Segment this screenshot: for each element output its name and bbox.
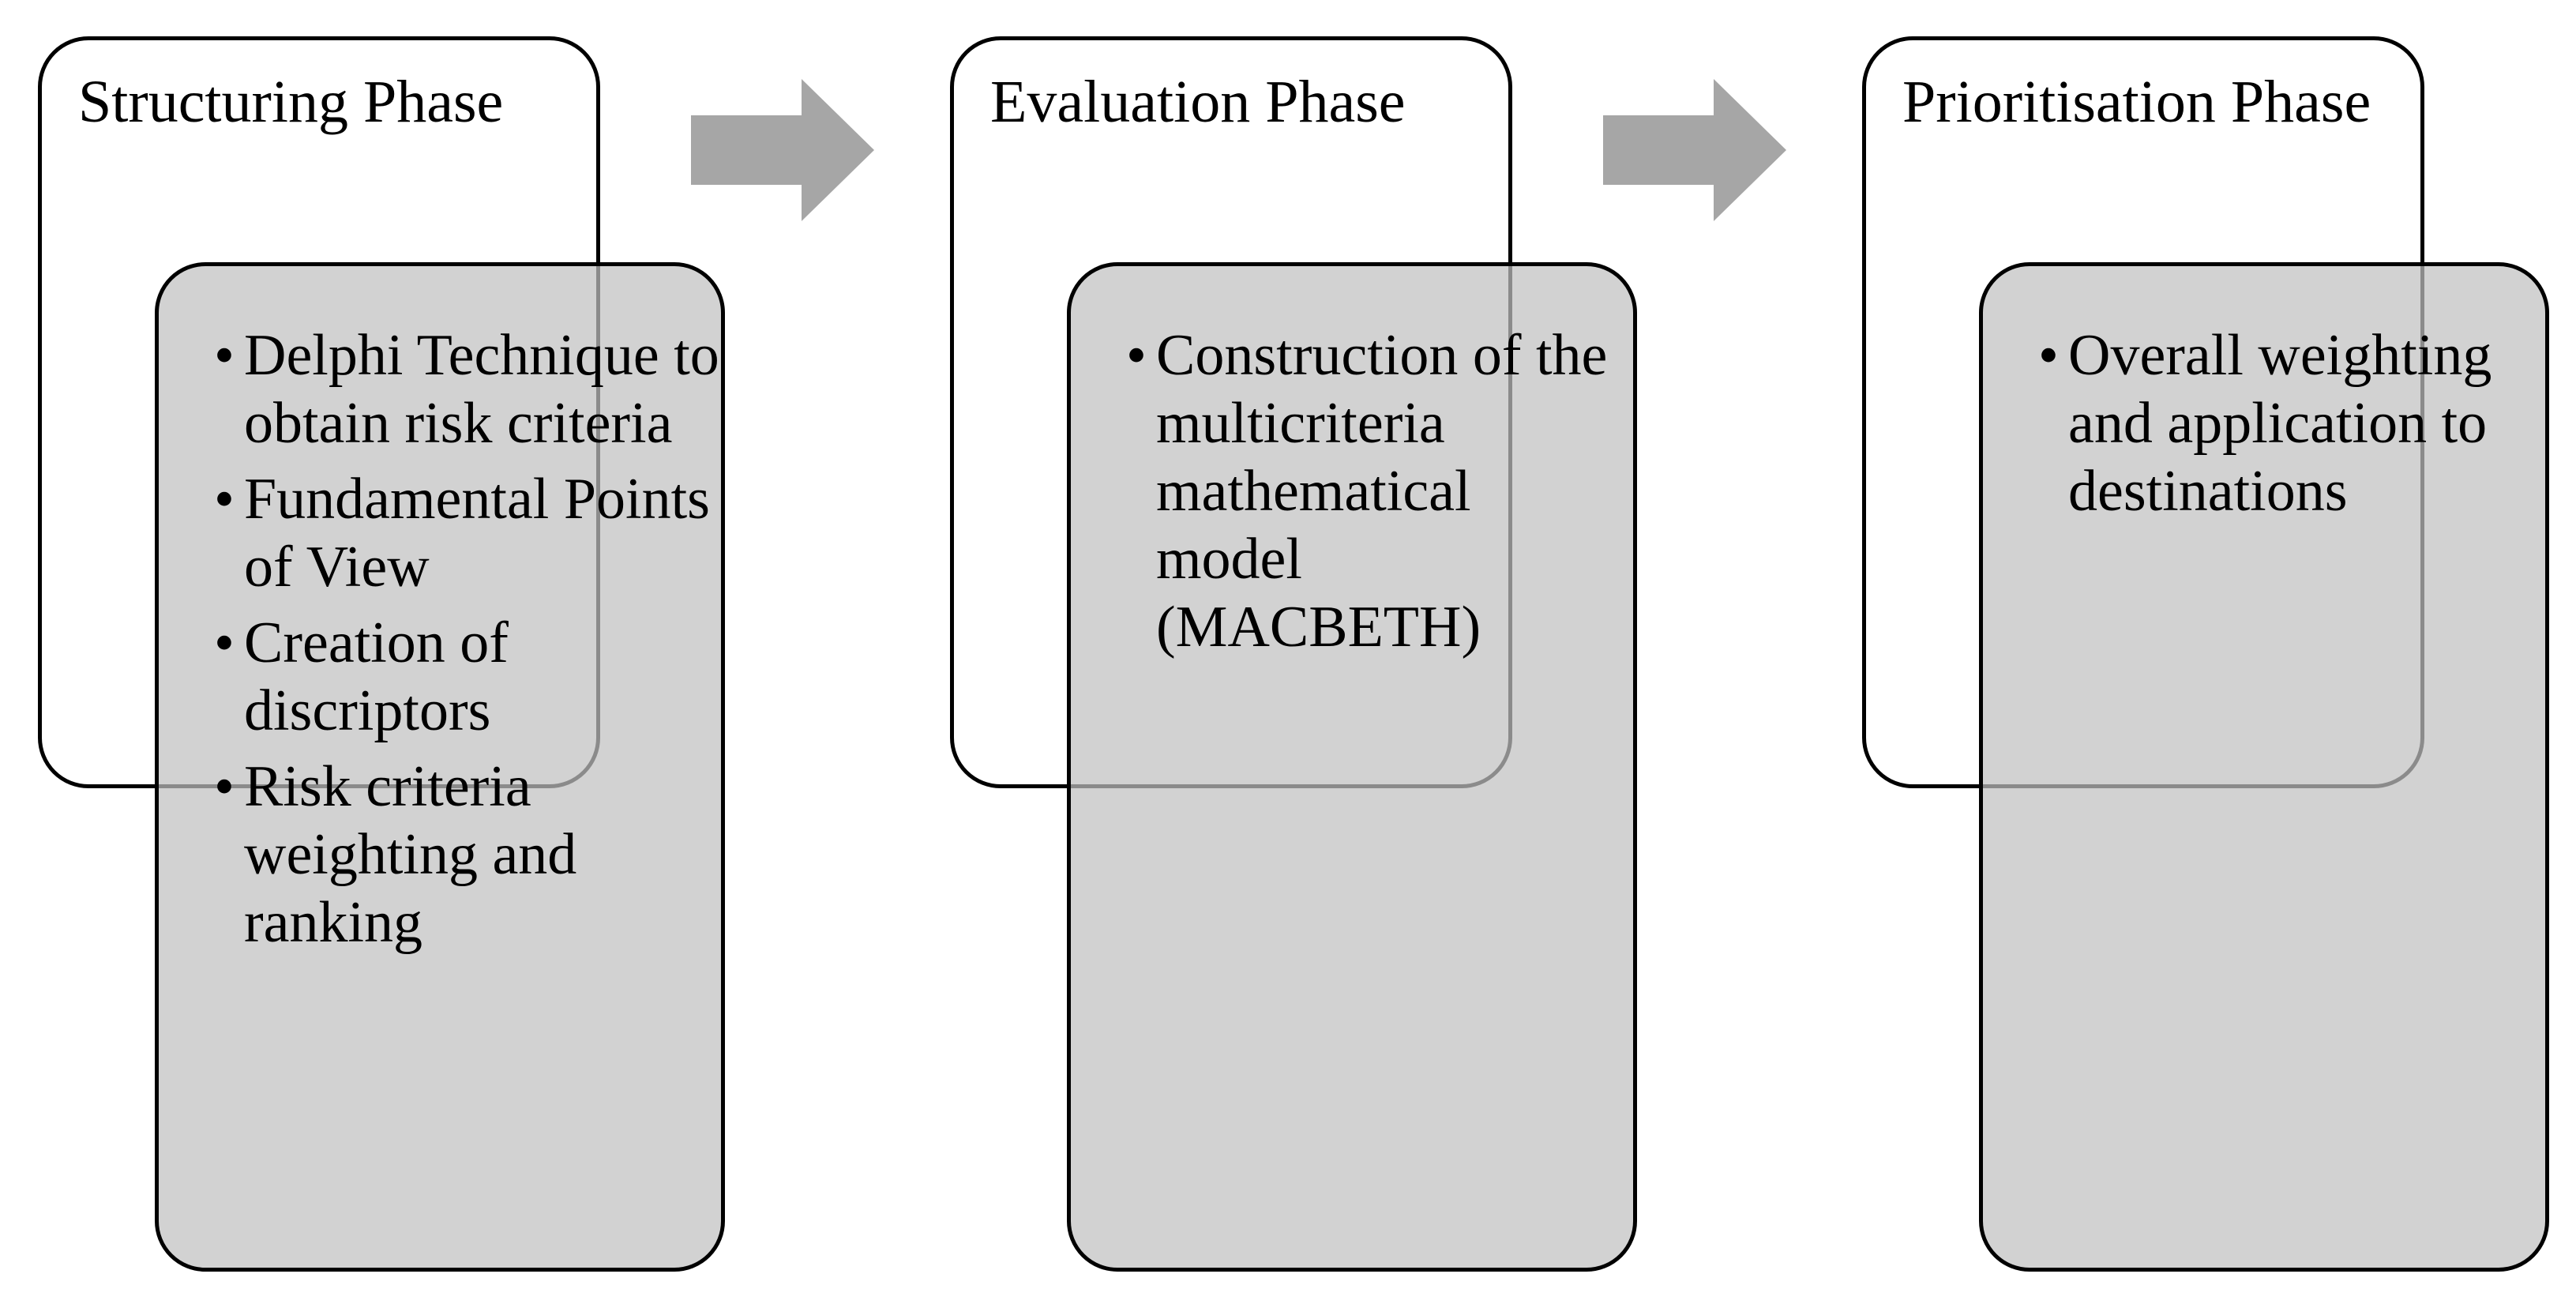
list-item: • Overall weighting and application to d… — [2038, 321, 2544, 525]
right-arrow-icon — [1603, 79, 1786, 221]
list-item-text: Creation of discriptors — [244, 611, 509, 743]
list-item: • Creation of discriptors — [214, 609, 719, 745]
bullet-icon: • — [214, 611, 235, 675]
right-arrow-icon — [691, 79, 874, 221]
bullet-icon: • — [1126, 323, 1147, 388]
list-item: • Delphi Technique to obtain risk criter… — [214, 321, 719, 457]
list-item-text: Delphi Technique to obtain risk criteria — [244, 323, 719, 456]
list-item-text: Risk criteria weighting and ranking — [244, 754, 577, 955]
phase-title: Structuring Phase — [78, 69, 504, 135]
list-item: • Construction of the multicriteria math… — [1126, 321, 1632, 661]
phase-title: Evaluation Phase — [990, 69, 1406, 135]
phase-detail-box: • Overall weighting and application to d… — [1979, 262, 2549, 1272]
phase-evaluation: Evaluation Phase • Construction of the m… — [912, 0, 1733, 1304]
phase-detail-list: • Delphi Technique to obtain risk criter… — [214, 321, 719, 964]
phase-detail-list: • Overall weighting and application to d… — [2038, 321, 2544, 533]
bullet-icon: • — [2038, 323, 2059, 388]
bullet-icon: • — [214, 467, 235, 532]
phase-detail-box: • Construction of the multicriteria math… — [1067, 262, 1637, 1272]
list-item-text: Overall weighting and application to des… — [2068, 323, 2492, 524]
bullet-icon: • — [214, 323, 235, 388]
list-item-text: Construction of the multicriteria mathem… — [1156, 323, 1608, 660]
list-item-text: Fundamental Points of View — [244, 467, 710, 599]
phase-title: Prioritisation Phase — [1902, 69, 2371, 135]
bullet-icon: • — [214, 754, 235, 819]
phase-prioritisation: Prioritisation Phase • Overall weighting… — [1824, 0, 2576, 1304]
phase-structuring: Structuring Phase • Delphi Technique to … — [0, 0, 821, 1304]
phase-detail-list: • Construction of the multicriteria math… — [1126, 321, 1632, 669]
list-item: • Risk criteria weighting and ranking — [214, 753, 719, 956]
list-item: • Fundamental Points of View — [214, 465, 719, 601]
phase-detail-box: • Delphi Technique to obtain risk criter… — [155, 262, 725, 1272]
